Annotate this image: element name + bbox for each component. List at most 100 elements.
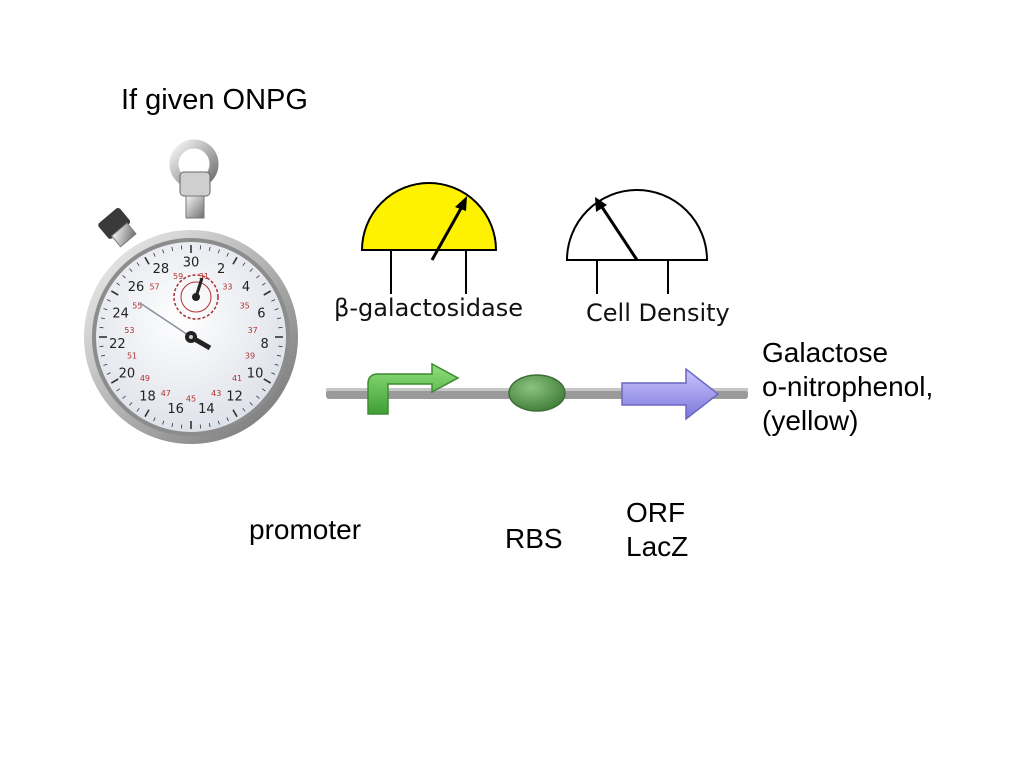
stopwatch-number: 24 [112,307,129,322]
stopwatch-tick [226,417,229,422]
stopwatch-number: 20 [119,367,136,382]
product-line-2: o-nitrophenol, [762,371,934,402]
stopwatch-tick [249,268,253,272]
stopwatch-tick [242,262,246,267]
stopwatch-tick [208,422,211,428]
stopwatch-subdial [173,274,219,320]
stopwatch-number: 35 [240,302,250,311]
stopwatch-tick [103,363,108,366]
stopwatch-number: 53 [124,326,134,335]
promoter-arrow-icon [367,362,460,415]
stopwatch-number: 33 [222,282,232,291]
stopwatch-tick [217,420,220,425]
stopwatch-tick [274,308,279,311]
stopwatch-tick [249,402,253,406]
product-label: Galactose o-nitrophenol, (yellow) [762,336,933,438]
stopwatch-number: 57 [149,282,159,291]
stopwatch-number: 14 [198,402,215,417]
stopwatch-tick [122,395,126,399]
stopwatch-crown [179,171,211,197]
stopwatch-number: 49 [140,374,150,383]
stopwatch-second-hand [139,302,192,338]
cell-density-label: Cell Density [586,299,730,327]
stopwatch-tick [106,372,111,375]
stopwatch-number: 47 [161,389,171,398]
gauge-needle [430,202,466,261]
stopwatch-tick [256,395,260,399]
orf-arrow-icon [621,367,720,421]
beta-galactosidase-gauge [360,182,498,294]
rbs-oval-icon [508,374,566,412]
promoter-label: promoter [249,514,362,545]
stopwatch-tick [208,246,211,252]
rbs-label: RBS [505,523,563,554]
stopwatch-tick [153,252,156,257]
stopwatch-tick [129,268,133,272]
stopwatch-number: 4 [242,280,250,295]
stopwatch-number: 43 [211,389,221,398]
stopwatch-number: 28 [153,262,170,277]
dna-construct [326,362,748,421]
stopwatch-number: 22 [109,337,126,352]
stopwatch-tick [276,317,282,320]
stopwatch-tick [232,256,238,265]
stopwatch-tick [100,354,106,357]
stopwatch-tick [103,308,108,311]
stopwatch-tick [136,407,140,412]
stopwatch-number: 8 [260,337,268,352]
stopwatch-tick [162,249,165,254]
stopwatch-number: 26 [128,280,145,295]
stopwatch-number: 41 [232,374,242,383]
stopwatch-number: 30 [183,256,200,271]
stopwatch-tick [122,275,126,279]
stopwatch-number: 2 [217,262,225,277]
stopwatch-number: 18 [139,389,156,404]
stopwatch-tick [256,275,260,279]
stopwatch-tick [110,290,119,296]
stopwatch-tick [144,409,150,418]
stopwatch-tick [144,256,150,265]
stopwatch-tick [261,388,266,392]
stopwatch-tick [171,246,174,252]
product-line-3: (yellow) [762,405,859,436]
stopwatch-ticks [99,245,283,429]
stopwatch-tick [271,372,276,375]
product-line-1: Galactose [762,337,889,368]
stopwatch-number: 10 [247,367,264,382]
stopwatch-tick [116,388,121,392]
diagram-title: If given ONPG [121,84,308,116]
stopwatch-number: 37 [248,326,258,335]
stopwatch-tick [116,282,121,286]
stopwatch-number: 6 [257,307,265,322]
orf-label: ORF LacZ [626,496,688,564]
stopwatch-tick [171,422,174,428]
stopwatch-tick [276,354,282,357]
stopwatch-tick [153,417,156,422]
stopwatch-tick [217,249,220,254]
stopwatch-tick [242,407,246,412]
stopwatch-tick [263,378,272,384]
orf-label-line-2: LacZ [626,531,689,562]
stopwatch-tick [271,299,276,302]
stopwatch-tick [106,299,111,302]
stopwatch-number: 39 [245,352,255,361]
stopwatch-tick [274,363,279,366]
stopwatch-tick [136,262,140,267]
stopwatch-number: 12 [226,389,243,404]
stopwatch-number: 59 [173,272,183,281]
stopwatch-number: 51 [127,352,137,361]
orf-label-line-1: ORF [626,497,686,528]
stopwatch-number: 16 [167,402,184,417]
stopwatch-tick [162,420,165,425]
stopwatch-number: 45 [186,395,196,404]
stopwatch-tick [110,378,119,384]
stopwatch-tick [232,409,238,418]
stopwatch-side-button [98,207,137,248]
stopwatch-tick [129,402,133,406]
stopwatch-number: 55 [132,302,142,311]
cell-density-gauge [565,189,709,294]
stopwatch-tick [263,290,272,296]
